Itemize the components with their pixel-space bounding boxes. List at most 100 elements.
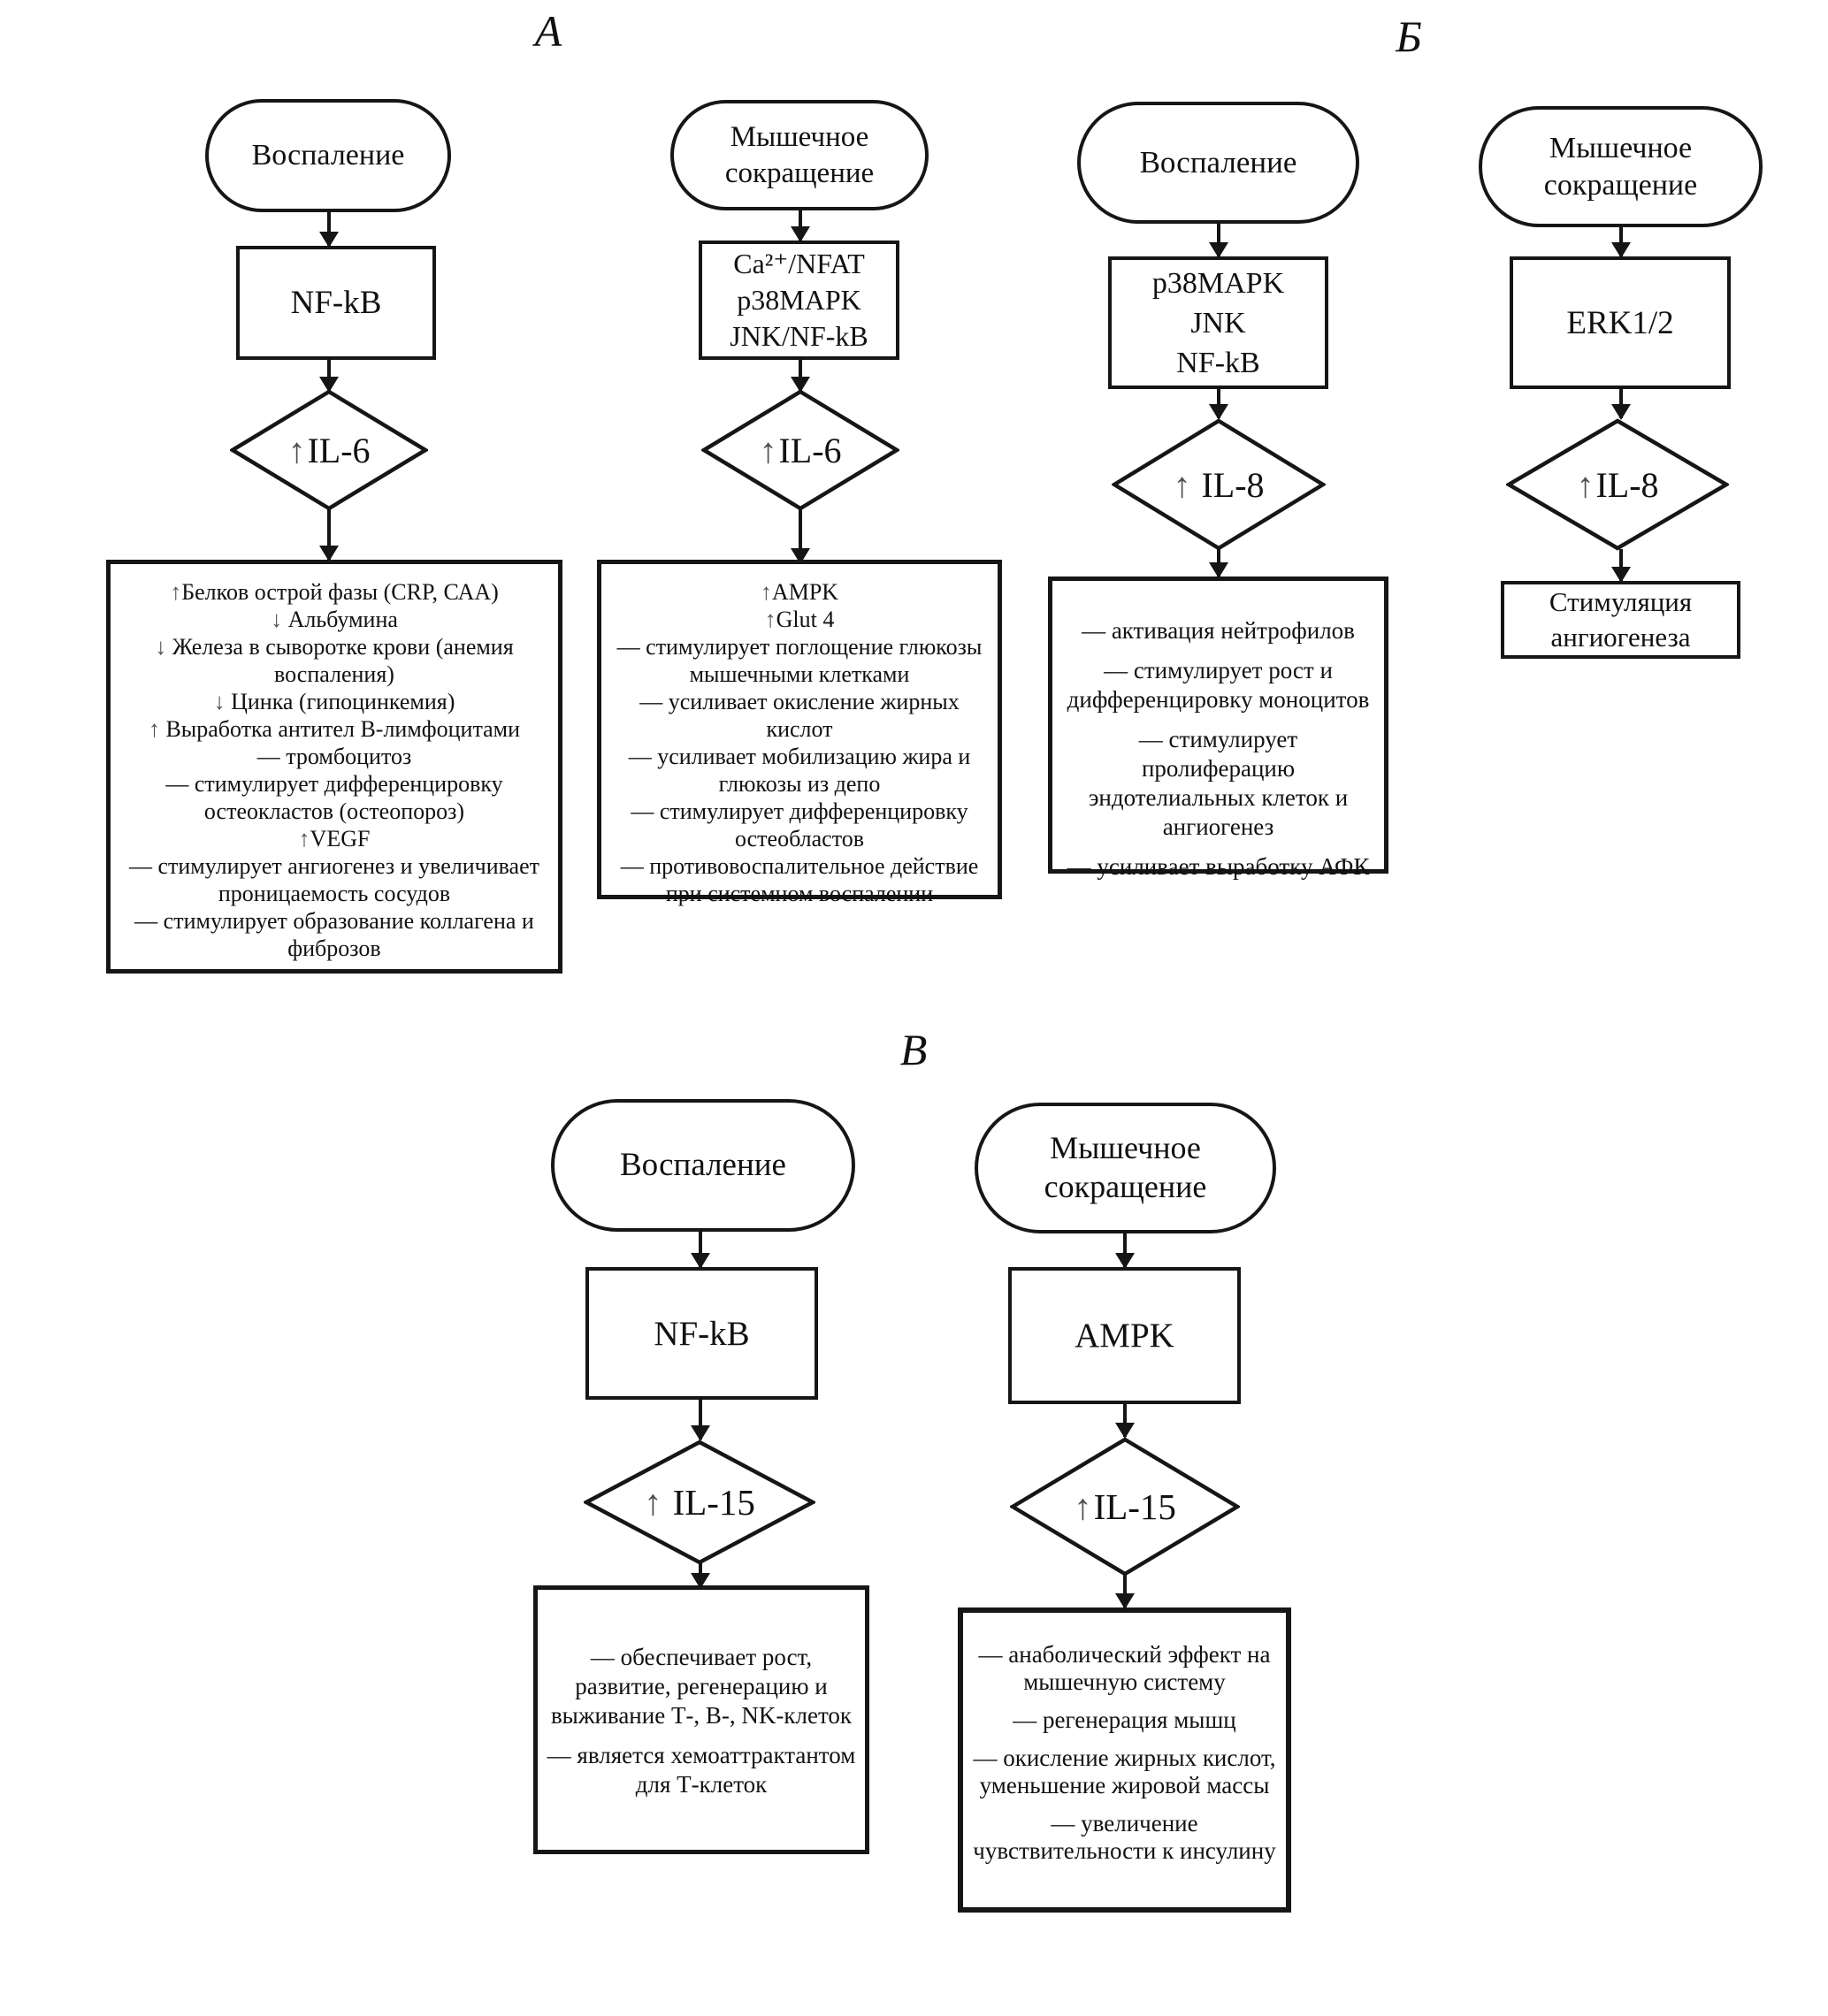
source-label: Мышечное сокращение	[1044, 1130, 1207, 1204]
diamond-shape	[230, 389, 428, 511]
diamond-shape	[1506, 418, 1729, 551]
mediator-label: ERK1/2	[1566, 304, 1674, 341]
result-label: Стимуляция ангиогенеза	[1549, 586, 1693, 653]
source-node-inflammation-b: Воспаление	[1077, 102, 1359, 224]
effect-line: — усиливает окисление жирных кислот	[639, 689, 960, 742]
effect-line: — анаболический эффект на мышечную систе…	[978, 1641, 1271, 1695]
source-label: Воспаление	[620, 1147, 786, 1184]
cytokine-label: ↑IL-15	[1010, 1437, 1240, 1577]
mediator-line: JNK	[1190, 306, 1246, 340]
flow-arrow	[699, 1563, 702, 1587]
flow-arrow	[1217, 224, 1220, 256]
mediator-label: NF-kB	[290, 285, 382, 321]
effects-box-il15-muscle: — анаболический эффект на мышечную систе…	[958, 1607, 1291, 1913]
section-label-a: А	[534, 6, 562, 56]
cytokine-label: ↑IL-15	[584, 1439, 815, 1565]
up-arrow-icon: ↑	[1074, 1486, 1092, 1527]
flow-arrow	[1619, 549, 1623, 581]
up-arrow-icon: ↑	[298, 826, 310, 851]
mediator-line: JNK/NF-kB	[730, 320, 868, 352]
flow-arrow	[327, 356, 331, 391]
flow-arrow	[327, 212, 331, 246]
up-arrow-icon: ↑	[760, 579, 772, 605]
effect-line: — является хемоаттрактантом для Т-клеток	[547, 1742, 856, 1798]
effect-line: — стимулирует образование коллагена и фи…	[134, 908, 534, 961]
flow-arrow	[799, 509, 802, 562]
source-node-inflammation-a: Воспаление	[205, 99, 451, 212]
effect-line: ↓ Железа в сыворотке крови (анемия воспа…	[155, 634, 514, 687]
down-arrow-icon: ↓	[213, 689, 226, 714]
mediator-line: p38MAPK	[1151, 266, 1285, 300]
cytokine-name: IL-15	[672, 1482, 755, 1523]
effect-line: ↑ Выработка антител В-лимфоцитами	[148, 716, 521, 742]
effect-line: — окисление жирных кислот, уменьшение жи…	[973, 1745, 1276, 1798]
diamond-shape	[701, 389, 899, 511]
cytokine-diamond-il6-a2: ↑IL-6	[701, 389, 899, 511]
mediator-node-a2: Ca²⁺/NFAT p38MAPK JNK/NF-kB	[699, 241, 899, 360]
effect-line: — активация нейтрофилов	[1082, 617, 1355, 644]
effects-box-il6-muscle: ↑AMPK ↑Glut 4 — стимулирует поглощение г…	[597, 560, 1002, 906]
flow-arrow	[699, 1232, 702, 1267]
diamond-shape	[584, 1439, 815, 1565]
effect-line: — обеспечивает рост, развитие, регенерац…	[550, 1644, 853, 1729]
flow-arrow	[1123, 1575, 1127, 1607]
mediator-node-b1: p38MAPK JNK NF-kB	[1108, 256, 1328, 389]
source-label: Мышечное сокращение	[1543, 132, 1698, 202]
effect-line: — увеличение чувствительности к инсулину	[973, 1810, 1276, 1864]
diamond-shape	[1010, 1437, 1240, 1577]
effect-line: — усиливает мобилизацию жира и глюкозы и…	[628, 744, 971, 797]
flow-arrow	[1619, 227, 1623, 256]
flow-arrow	[799, 356, 802, 391]
down-arrow-icon: ↓	[271, 607, 283, 632]
effect-line: — противовоспалительное действие при сис…	[620, 853, 979, 906]
cytokine-label: ↑IL-6	[230, 389, 428, 511]
flow-arrow	[1123, 1401, 1127, 1437]
mediator-node-v2: AMPK	[1008, 1267, 1241, 1404]
effect-line: — усиливает выработку АФК	[1067, 853, 1370, 880]
mediator-label: NF-kB	[654, 1314, 750, 1353]
up-arrow-icon: ↑	[1173, 464, 1191, 505]
cytokine-diamond-il15-v1: ↑IL-15	[584, 1439, 815, 1565]
section-label-v: В	[899, 1025, 928, 1074]
effect-line: ↓ Альбумина	[271, 607, 398, 632]
effect-line: — стимулирует поглощение глюкозы мышечны…	[616, 634, 983, 687]
cytokine-label: ↑IL-8	[1112, 418, 1326, 551]
mediator-line: NF-kB	[1176, 346, 1260, 379]
effects-box-il8-inflammation: — активация нейтрофилов — стимулирует ро…	[1048, 577, 1388, 880]
effect-line: — стимулирует ангиогенез и увеличивает п…	[128, 853, 539, 906]
up-arrow-icon: ↑	[644, 1482, 662, 1523]
flow-arrow	[1217, 386, 1220, 418]
source-node-inflammation-v: Воспаление	[551, 1099, 855, 1232]
diamond-shape	[1112, 418, 1326, 551]
result-box-angiogenesis: Стимуляция ангиогенеза	[1501, 581, 1740, 659]
source-label: Мышечное сокращение	[724, 121, 875, 189]
source-label: Воспаление	[1139, 144, 1297, 179]
down-arrow-icon: ↓	[155, 634, 167, 660]
source-node-muscle-b: Мышечное сокращение	[1479, 106, 1763, 227]
cytokine-label: ↑IL-6	[701, 389, 899, 511]
effect-line: ↑VEGF	[298, 826, 371, 851]
mediator-label: AMPK	[1075, 1317, 1174, 1355]
effect-line: — тромбоцитоз	[256, 744, 412, 769]
up-arrow-icon: ↑	[759, 430, 777, 470]
cytokine-name: IL-6	[307, 430, 371, 470]
mediator-line: p38MAPK	[737, 284, 861, 316]
cytokine-name: IL-15	[1093, 1486, 1176, 1527]
flow-arrow	[327, 509, 331, 560]
source-node-muscle-a: Мышечное сокращение	[670, 100, 929, 210]
cytokine-diamond-il15-v2: ↑IL-15	[1010, 1437, 1240, 1577]
effect-line: ↑AMPK	[760, 579, 839, 605]
effect-line: — стимулирует дифференцировку остеобласт…	[631, 798, 968, 851]
section-label-b: Б	[1396, 11, 1422, 61]
cytokine-diamond-il8-b1: ↑IL-8	[1112, 418, 1326, 551]
effect-line: — стимулирует дифференцировку остеокласт…	[165, 771, 503, 824]
effect-line: ↑Glut 4	[764, 607, 835, 632]
cytokine-name: IL-8	[1595, 464, 1659, 505]
mediator-node-a1: NF-kB	[236, 246, 436, 360]
up-arrow-icon: ↑	[148, 716, 160, 742]
mediator-node-v1: NF-kB	[585, 1267, 818, 1400]
up-arrow-icon: ↑	[287, 430, 306, 470]
flow-arrow	[699, 1396, 702, 1439]
flow-arrow	[1123, 1233, 1127, 1267]
